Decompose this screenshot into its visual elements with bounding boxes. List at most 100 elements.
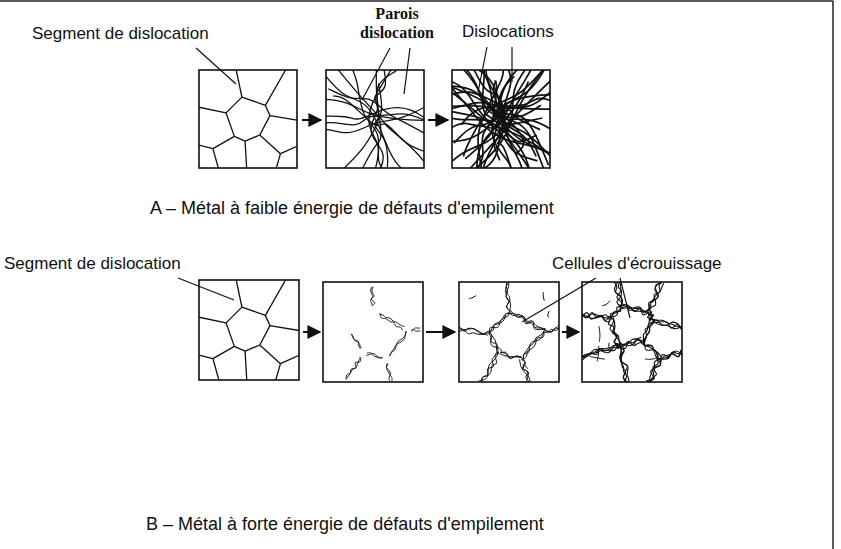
dislocation-tangle bbox=[618, 347, 627, 382]
dislocation-segment bbox=[226, 97, 242, 113]
callout-label: Parois dislocation bbox=[352, 4, 442, 42]
dislocation-segment bbox=[645, 358, 657, 359]
dislocation-segment bbox=[236, 70, 242, 97]
dislocation-segment bbox=[548, 311, 549, 318]
leader-line bbox=[196, 48, 236, 84]
dislocation-segment bbox=[245, 141, 247, 168]
dislocation-tangle bbox=[644, 338, 659, 360]
dislocation-tangle bbox=[506, 282, 511, 312]
dislocation-tangle bbox=[614, 282, 622, 306]
panel-frame bbox=[582, 282, 682, 382]
dislocation-tangle bbox=[643, 321, 654, 341]
dislocation-tangle bbox=[583, 343, 618, 359]
dislocation-tangle bbox=[545, 328, 559, 332]
dislocation-tangle bbox=[582, 316, 610, 322]
dislocation-tangle bbox=[386, 364, 392, 382]
dislocation-tangle bbox=[582, 343, 617, 358]
callout-label-holder: Parois dislocation bbox=[352, 4, 442, 42]
dislocation-line bbox=[451, 87, 555, 155]
frame-line bbox=[0, 0, 833, 2]
panel-caption-holder: B – Métal à forte énergie de défauts d'e… bbox=[146, 514, 544, 536]
dislocation-segment bbox=[276, 154, 280, 168]
dislocation-segment bbox=[213, 136, 234, 148]
callout-label: Segment de dislocation bbox=[4, 254, 181, 274]
dislocation-tangle bbox=[610, 318, 617, 346]
panels bbox=[199, 54, 683, 384]
dislocation-tangle bbox=[390, 331, 406, 356]
dislocation-tangle bbox=[523, 331, 544, 360]
micrograph-panel bbox=[199, 280, 299, 380]
dislocation-segment bbox=[280, 355, 299, 363]
dislocation-segment bbox=[213, 359, 219, 380]
dislocation-segment bbox=[234, 346, 245, 351]
dislocation-segment bbox=[270, 116, 297, 121]
dislocation-tangle bbox=[643, 321, 654, 340]
dislocation-segment bbox=[245, 135, 260, 141]
dislocation-segment bbox=[260, 345, 281, 364]
dislocation-tangle bbox=[620, 306, 648, 314]
dislocation-tangle bbox=[387, 363, 391, 381]
panel-frame bbox=[326, 70, 424, 168]
dislocation-tangle bbox=[644, 338, 659, 360]
dislocation-segment bbox=[234, 136, 245, 141]
micrograph-panel bbox=[301, 54, 435, 182]
dislocation-segment bbox=[280, 146, 297, 153]
dislocation-segment bbox=[260, 135, 281, 154]
dislocation-tangle bbox=[505, 282, 510, 312]
panel-caption: A – Métal à faible énergie de défauts d'… bbox=[150, 198, 554, 220]
panel-caption: B – Métal à forte énergie de défauts d'e… bbox=[146, 514, 544, 536]
dislocation-line bbox=[339, 71, 396, 173]
dislocation-segment bbox=[226, 323, 234, 346]
dislocation-tangle bbox=[612, 318, 621, 345]
frame-line bbox=[832, 1, 834, 549]
dislocation-segment bbox=[270, 326, 299, 331]
dislocation-tangle bbox=[346, 358, 361, 380]
dislocation-tangle bbox=[366, 354, 382, 358]
dislocation-line bbox=[447, 80, 555, 154]
dislocation-tangle bbox=[520, 359, 529, 382]
dislocation-segment bbox=[236, 280, 242, 307]
micrograph-panel bbox=[346, 287, 421, 382]
dislocation-segment bbox=[599, 326, 601, 341]
step-arrow bbox=[562, 331, 579, 333]
callout-label-holder: Cellules d'écrouissage bbox=[552, 254, 722, 274]
dislocation-line bbox=[482, 65, 499, 160]
dislocation-segment bbox=[609, 343, 611, 350]
dislocation-segment bbox=[199, 317, 226, 323]
dislocation-tangle bbox=[523, 331, 544, 361]
panel-caption-holder: A – Métal à faible énergie de défauts d'… bbox=[150, 198, 554, 220]
dislocation-tangle bbox=[619, 340, 642, 346]
dislocation-tangle bbox=[611, 305, 620, 320]
dislocation-tangle bbox=[371, 287, 375, 306]
dislocation-tangle bbox=[613, 318, 620, 345]
dislocation-tangle bbox=[488, 333, 498, 354]
dislocation-tangle bbox=[652, 320, 682, 329]
dislocation-tangle bbox=[506, 282, 510, 311]
dislocation-tangle bbox=[582, 348, 619, 357]
callout-label: Cellules d'écrouissage bbox=[552, 254, 722, 274]
dislocation-segment bbox=[602, 301, 609, 306]
micrograph-panel bbox=[582, 281, 683, 382]
dislocation-tangle bbox=[379, 314, 402, 330]
step-arrow bbox=[303, 331, 320, 333]
panel-frame bbox=[199, 70, 297, 168]
dislocation-tangle bbox=[620, 346, 626, 382]
dislocation-tangle bbox=[481, 352, 498, 383]
panel-frame bbox=[452, 70, 550, 168]
dislocation-segment bbox=[523, 365, 528, 369]
dislocation-tangle bbox=[544, 326, 559, 332]
micrograph-panel bbox=[436, 54, 571, 187]
dislocation-segment bbox=[213, 346, 234, 358]
dislocation-tangle bbox=[459, 328, 488, 335]
callout-label: Dislocations bbox=[462, 22, 554, 42]
dislocation-tangle bbox=[652, 319, 682, 329]
callout-label-holder: Segment de dislocation bbox=[32, 24, 209, 44]
dislocation-line bbox=[303, 98, 429, 122]
dislocation-segment bbox=[260, 326, 270, 345]
dislocation-segment bbox=[597, 346, 599, 361]
dislocation-segment bbox=[242, 97, 265, 105]
dislocation-tangle bbox=[618, 343, 620, 348]
dislocation-segment bbox=[242, 307, 265, 315]
